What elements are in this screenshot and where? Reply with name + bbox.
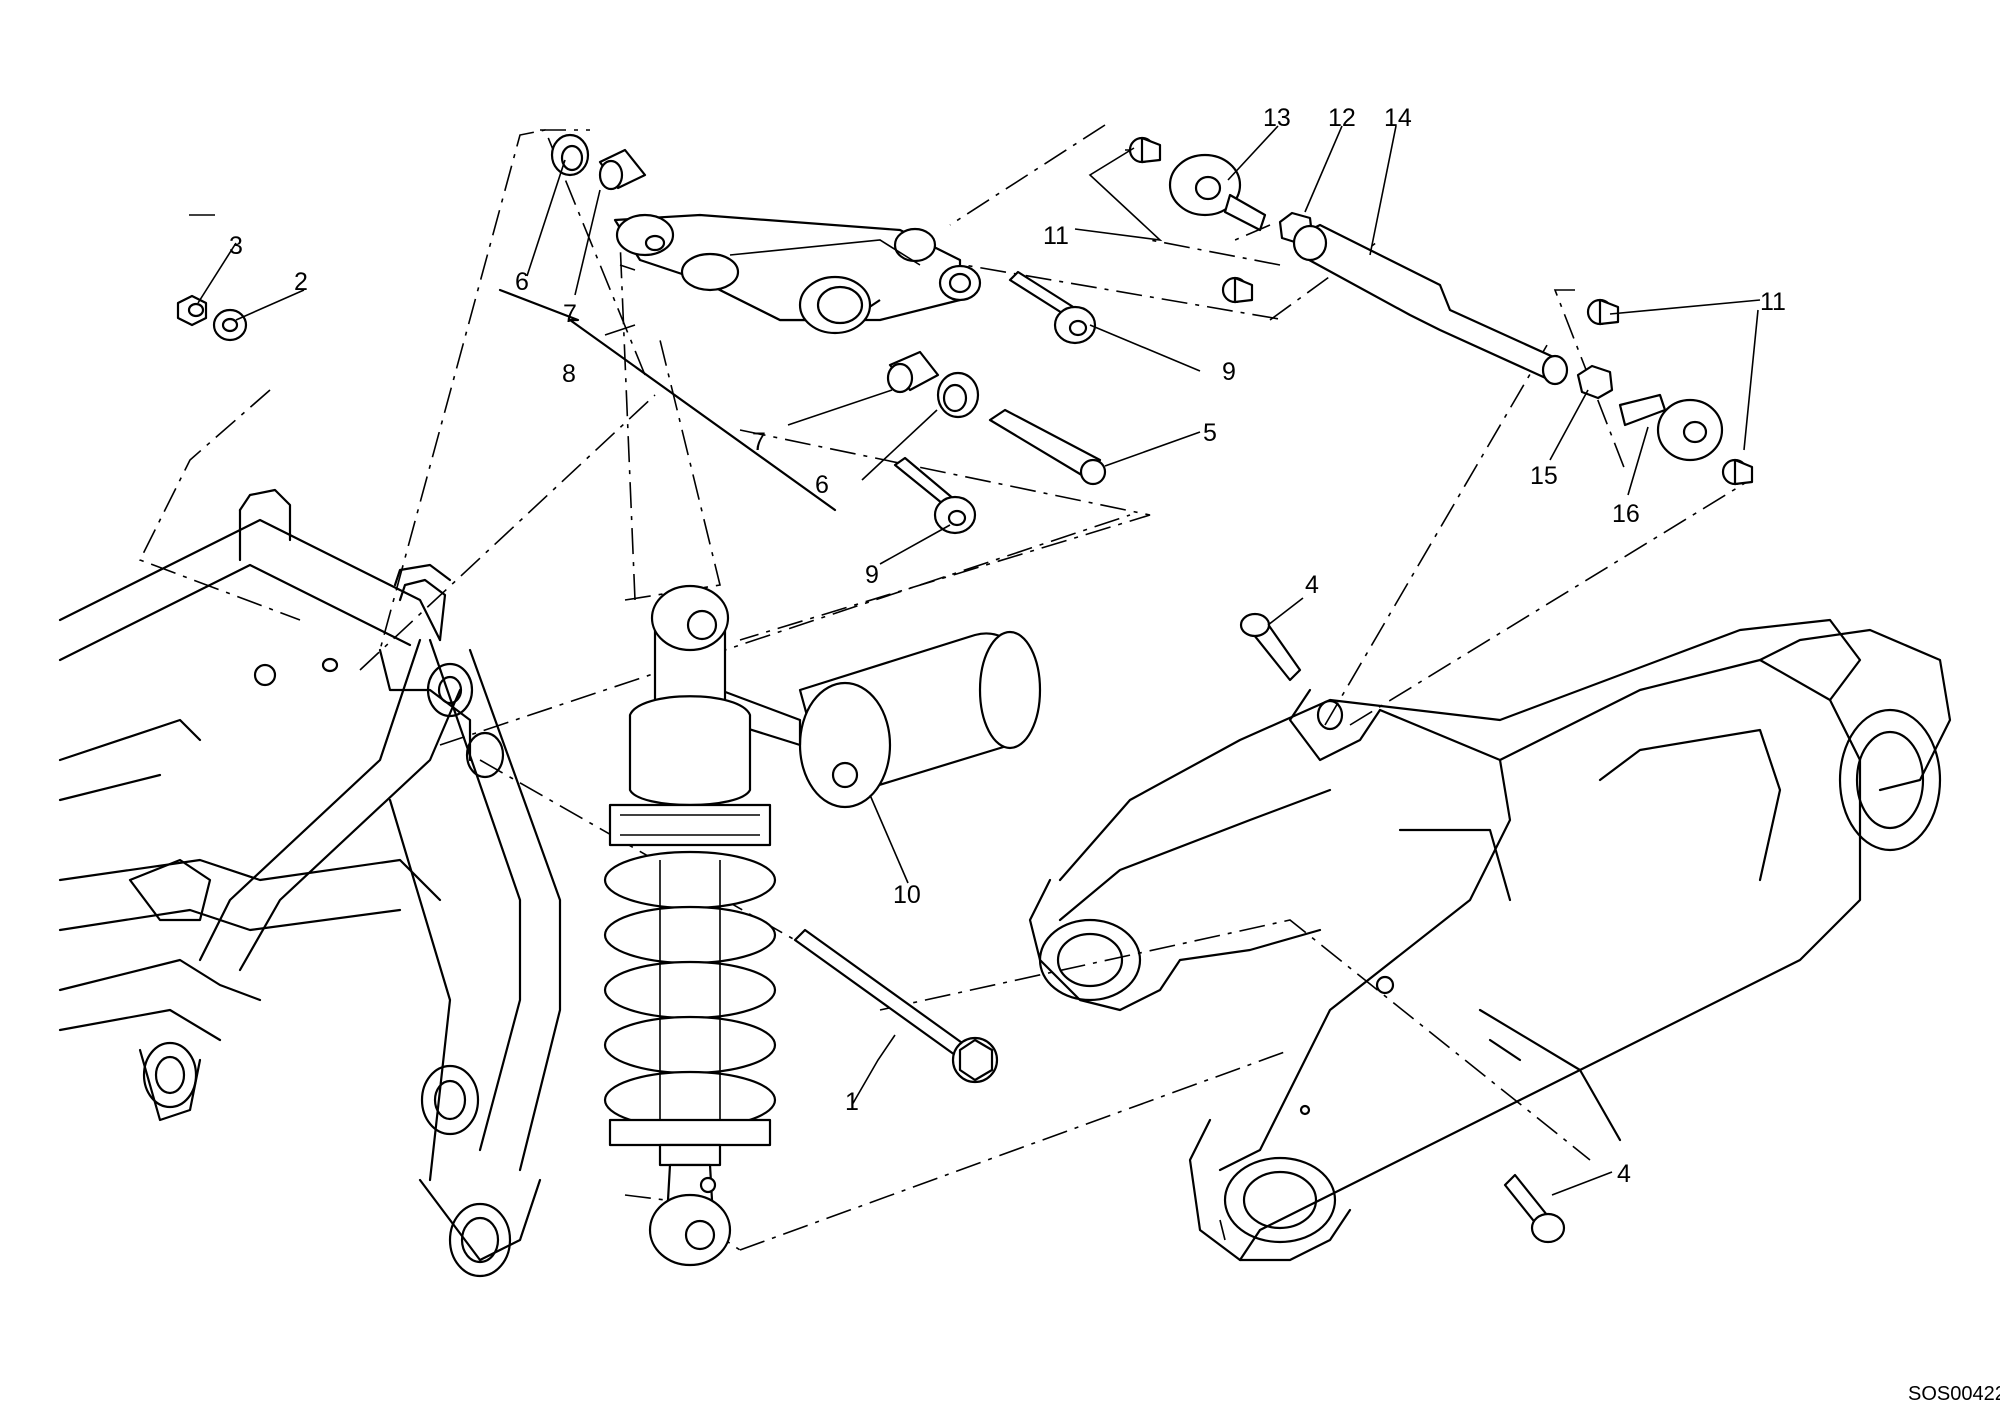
part-label-11-upper: 11 — [1043, 222, 1069, 250]
frame-drawing — [58, 488, 562, 1278]
drawing-code: SOS00422 — [1908, 1383, 2000, 1405]
shock-absorber-drawing — [603, 584, 1042, 1267]
part-label-15: 15 — [1530, 462, 1558, 490]
part-label-9-lower: 9 — [865, 561, 879, 589]
part-label-16: 16 — [1612, 500, 1640, 528]
assembly-lines — [138, 124, 1751, 1251]
part-label-2: 2 — [294, 268, 308, 296]
part-label-7-upper: 7 — [563, 300, 577, 328]
part-label-7-lower: 7 — [752, 428, 766, 456]
part-label-12: 12 — [1328, 104, 1356, 132]
part-label-10: 10 — [893, 881, 921, 909]
part-label-11-lower: 11 — [1760, 288, 1786, 316]
swingarm-drawing — [1028, 618, 1952, 1262]
part-label-5: 5 — [1203, 419, 1217, 447]
part-label-14: 14 — [1384, 104, 1412, 132]
part-labels: 1 2 3 4 4 5 6 6 7 7 8 9 9 10 11 11 12 13… — [229, 104, 2000, 1405]
leader-lines — [197, 125, 1761, 1196]
part-label-3: 3 — [229, 232, 243, 260]
part-label-4-upper: 4 — [1305, 571, 1319, 599]
part-label-6-upper: 6 — [515, 268, 529, 296]
part-label-4-lower: 4 — [1617, 1160, 1631, 1188]
part-label-9-upper: 9 — [1222, 358, 1236, 386]
spring-coils — [603, 850, 777, 1130]
part-label-6-lower: 6 — [815, 471, 829, 499]
small-parts — [176, 133, 1754, 1244]
rocker-linkage-drawing — [613, 213, 982, 335]
part-label-8: 8 — [562, 360, 576, 388]
part-label-1: 1 — [845, 1088, 859, 1116]
part-label-13: 13 — [1263, 104, 1291, 132]
